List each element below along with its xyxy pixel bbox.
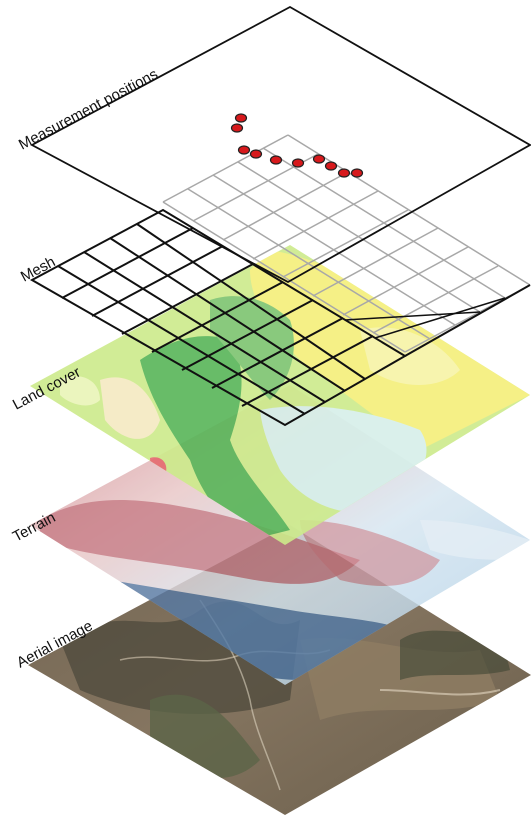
measurement-marker bbox=[312, 154, 326, 164]
mesh-layer bbox=[29, 134, 531, 427]
mesh-back-grid bbox=[162, 134, 531, 353]
land-light-patch bbox=[60, 376, 100, 406]
terrain-lowland bbox=[420, 520, 530, 560]
land-cream-patch bbox=[100, 377, 160, 439]
measurement-marker bbox=[230, 123, 244, 133]
measurement-marker bbox=[324, 161, 338, 171]
aerial-track-1 bbox=[379, 689, 501, 696]
measurement-marker bbox=[269, 155, 283, 165]
measurement-marker bbox=[350, 168, 364, 178]
measurement-plane-outline bbox=[30, 5, 531, 284]
measurement-marker bbox=[249, 149, 263, 159]
aerial-forest bbox=[400, 630, 510, 680]
measurement-positions-layer bbox=[30, 5, 531, 284]
measurement-positions-label: Measurement positions bbox=[16, 66, 161, 154]
terrain-peak bbox=[300, 520, 440, 586]
mesh-front-grid bbox=[29, 208, 531, 427]
mesh-label: Mesh bbox=[18, 253, 58, 285]
measurement-marker bbox=[237, 145, 251, 155]
land-yellow-patch bbox=[360, 327, 460, 385]
measurement-marker bbox=[291, 158, 305, 168]
land-forest-band bbox=[140, 336, 290, 540]
measurement-marker bbox=[337, 168, 351, 178]
measurement-markers bbox=[230, 113, 364, 178]
terrain-high-zone bbox=[40, 500, 360, 584]
terrain-label: Terrain bbox=[10, 509, 58, 546]
measurement-marker bbox=[234, 113, 248, 123]
